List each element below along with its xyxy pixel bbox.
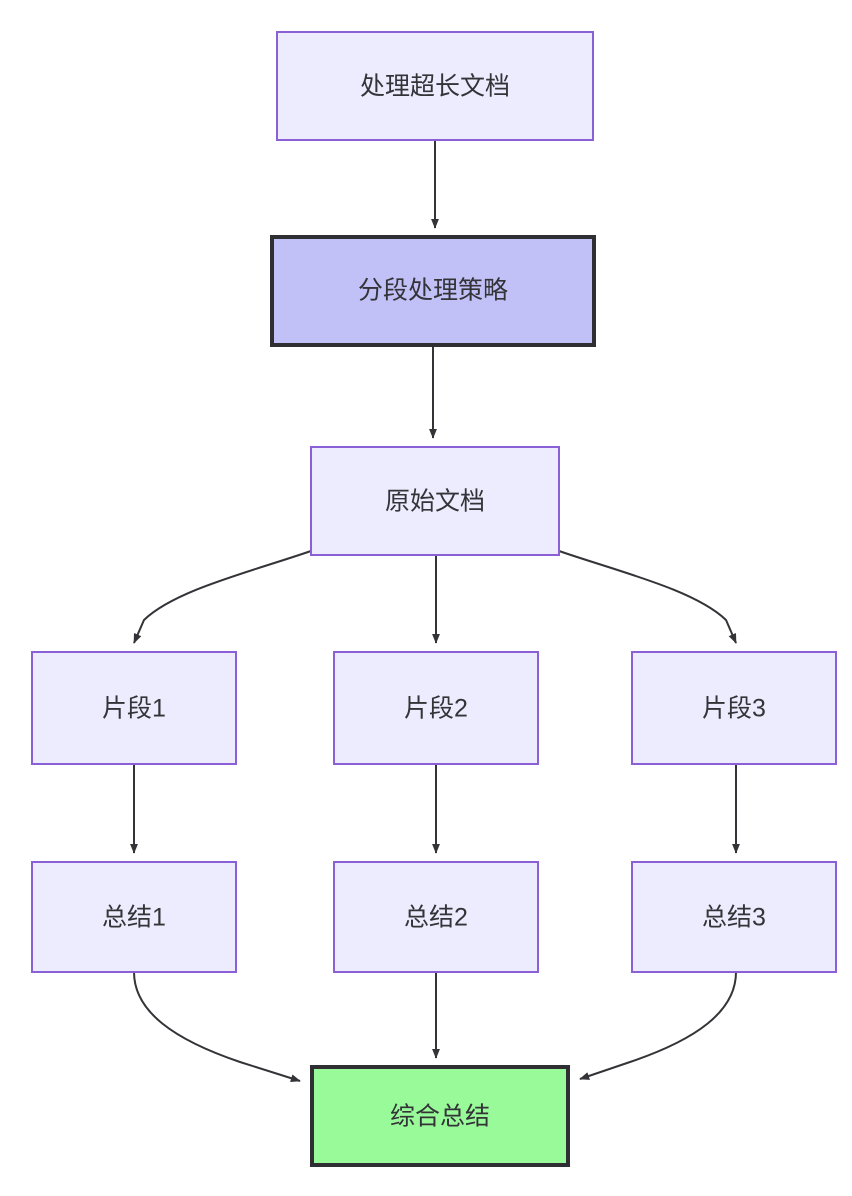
node-box[interactable] [333,651,539,765]
edge-layer [130,140,740,1083]
node-label: 片段2 [404,695,468,723]
node-layer: 处理超长文档 分段处理策略 原始文档 片段1 片段2 片段3 总结1 [31,31,837,1167]
node-chunking-strategy[interactable]: 分段处理策略 [270,235,596,347]
node-box[interactable] [31,861,237,973]
node-chunk-2[interactable]: 片段2 [333,651,539,765]
node-chunk-1[interactable]: 片段1 [31,651,237,765]
node-box[interactable] [333,861,539,973]
node-label: 总结1 [102,904,166,932]
node-label: 总结2 [404,904,468,932]
node-process-long-document[interactable]: 处理超长文档 [276,31,594,141]
node-summary-1[interactable]: 总结1 [31,861,237,973]
node-label: 综合总结 [390,1103,490,1131]
node-box[interactable] [310,446,560,556]
node-label: 片段1 [102,695,166,723]
node-label: 总结3 [702,904,766,932]
edge-n3-n4 [133,550,312,644]
node-summary-2[interactable]: 总结2 [333,861,539,973]
node-chunk-3[interactable]: 片段3 [631,651,837,765]
edge-n9-n10 [579,971,737,1080]
node-label: 分段处理策略 [358,277,508,305]
node-box[interactable] [276,31,594,141]
node-box[interactable] [310,1065,570,1167]
node-label: 处理超长文档 [360,73,510,101]
node-box[interactable] [270,235,596,347]
node-box[interactable] [31,651,237,765]
node-box[interactable] [631,651,837,765]
node-original-document[interactable]: 原始文档 [310,446,560,556]
node-label: 原始文档 [385,488,485,516]
edge-n7-n10 [133,971,301,1083]
node-final-summary[interactable]: 综合总结 [310,1065,570,1167]
node-summary-3[interactable]: 总结3 [631,861,837,973]
node-box[interactable] [631,861,837,973]
node-label: 片段3 [702,695,766,723]
edge-n3-n6 [558,550,737,644]
